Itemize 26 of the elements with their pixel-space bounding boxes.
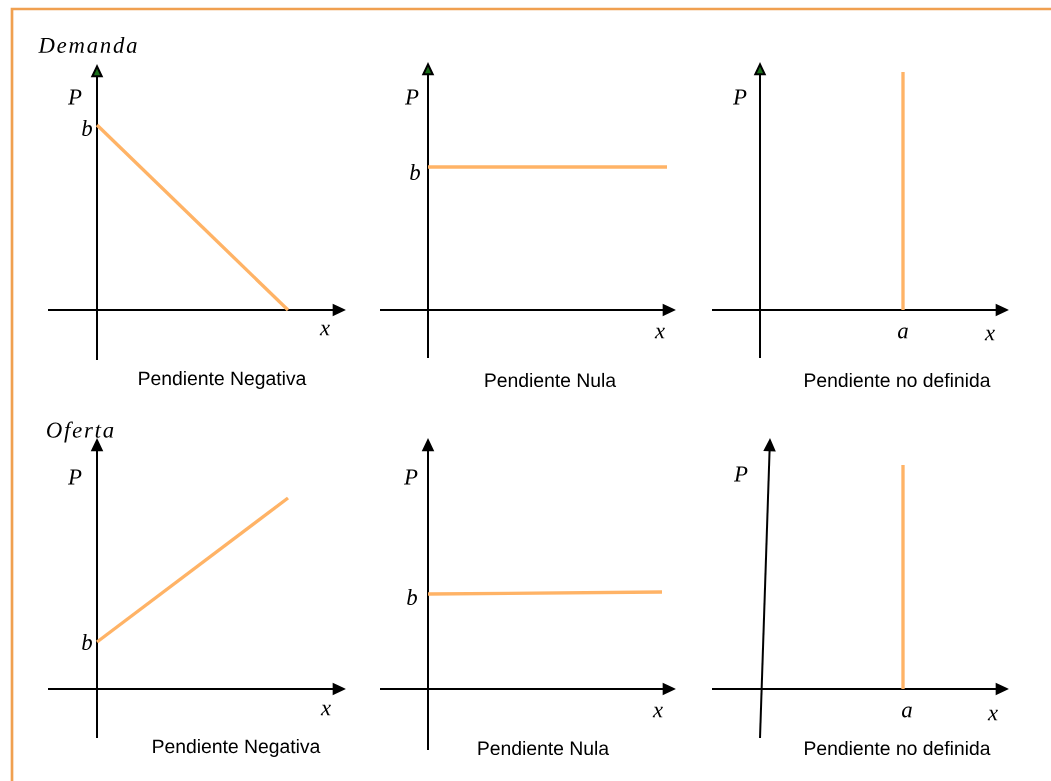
axis-label: x — [984, 329, 995, 341]
axis-label: P — [67, 469, 82, 485]
axis-label: a — [902, 706, 912, 718]
row-heading: Demanda — [38, 37, 137, 53]
axis-label: x — [987, 709, 998, 721]
axis-label: P — [733, 466, 748, 482]
graph-caption: Pendiente Negativa — [153, 739, 321, 757]
axis-label: b — [82, 120, 92, 136]
axis-label: P — [67, 89, 82, 105]
graph-caption: Pendiente Nula — [478, 740, 610, 756]
graph-caption: Pendiente Negativa — [139, 371, 307, 389]
axis-label: b — [407, 589, 417, 605]
axis-label: b — [82, 634, 92, 650]
axis-label: P — [403, 469, 418, 485]
graph-caption: Pendiente no definida — [805, 372, 991, 388]
axis-label: x — [320, 704, 331, 716]
graph-caption: Pendiente no definida — [805, 740, 991, 756]
row-heading: Oferta — [47, 421, 114, 443]
axis-label: P — [404, 89, 419, 105]
axis-label: b — [410, 164, 420, 180]
axis-label: P — [732, 89, 747, 105]
graph-caption: Pendiente Nula — [485, 372, 617, 388]
axis-label: x — [652, 706, 663, 718]
axis-label: a — [898, 327, 908, 339]
axis-label: x — [654, 327, 665, 339]
axis-label: x — [319, 324, 330, 336]
